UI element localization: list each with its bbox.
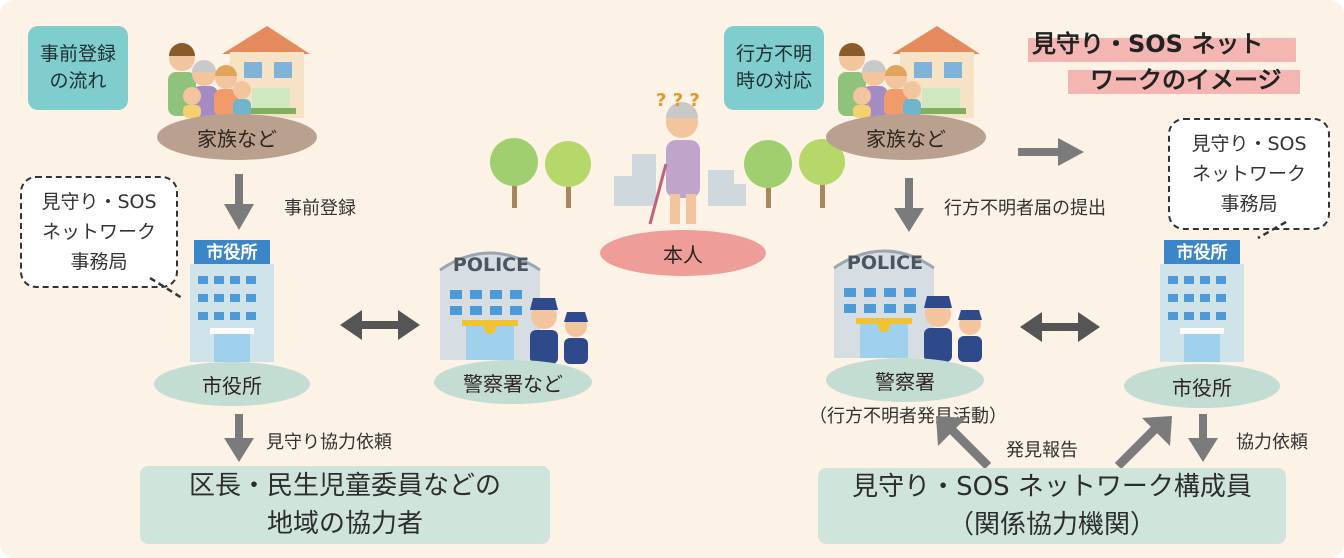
community-cooperators-box: 区長・民生児童委員などの 地域の協力者 <box>140 466 550 544</box>
person-scene-illustration <box>490 102 845 225</box>
right-family-label: 家族など <box>866 126 946 151</box>
right-city-hall-oval: 市役所 <box>1124 364 1280 408</box>
right-family-oval: 家族など <box>826 114 986 160</box>
right-city-hall-label: 市役所 <box>1172 375 1232 400</box>
person-label: 本人 <box>663 242 703 267</box>
police-station-illustration <box>439 251 588 364</box>
right-request-label: 協力依頼 <box>1236 432 1308 453</box>
left-city-hall-sign: 市役所 <box>206 243 258 263</box>
discovery-report-label: 発見報告 <box>1006 440 1078 461</box>
pre-registration-label: 事前登録 <box>284 198 356 219</box>
left-police-oval: 警察署など <box>434 360 592 404</box>
arrow-up-left-icon <box>936 416 992 470</box>
city-hall-building-icon <box>1160 240 1244 362</box>
family-house-illustration <box>838 26 980 118</box>
double-arrow-icon <box>340 310 420 340</box>
arrow-down-icon <box>224 414 254 462</box>
right-flow-badge: 行方不明 時の対応 <box>724 26 824 110</box>
left-request-label: 見守り協力依頼 <box>266 432 392 453</box>
right-network-office-callout: 見守り・SOS ネットワーク 事務局 <box>1168 118 1330 230</box>
city-hall-building-icon <box>190 240 274 362</box>
arrow-up-right-icon <box>1114 416 1172 470</box>
right-police-oval: 警察署 <box>826 358 984 402</box>
left-city-hall-label: 市役所 <box>202 373 262 398</box>
title-highlight-2 <box>1068 70 1300 94</box>
right-police-sign: POLICE <box>846 252 924 274</box>
arrow-down-icon <box>1188 414 1218 462</box>
family-house-illustration <box>168 26 310 118</box>
left-police-sign: POLICE <box>452 254 530 276</box>
double-arrow-icon <box>1020 312 1100 342</box>
left-city-hall-oval: 市役所 <box>154 362 310 406</box>
arrow-down-icon <box>894 178 924 232</box>
missing-report-label: 行方不明者届の提出 <box>944 198 1106 219</box>
question-marks: ? ? ? <box>656 90 700 111</box>
person-oval: 本人 <box>600 230 766 276</box>
left-police-label: 警察署など <box>463 371 563 396</box>
left-family-oval: 家族など <box>157 114 317 160</box>
left-flow-badge: 事前登録 の流れ <box>28 26 128 110</box>
title-line-2: ワークのイメージ <box>1090 66 1282 94</box>
callout-pointer-right <box>1257 220 1287 240</box>
right-city-hall-sign: 市役所 <box>1176 243 1228 263</box>
network-members-box: 見守り・SOS ネットワーク構成員 （関係協力機関） <box>818 468 1286 544</box>
title-line-1: 見守り・SOS ネット <box>1032 30 1264 58</box>
right-police-label: 警察署 <box>875 369 935 394</box>
arrow-down-icon <box>224 174 254 230</box>
callout-pointer-left <box>149 276 183 300</box>
title-highlight-1 <box>1028 38 1296 62</box>
left-network-office-callout: 見守り・SOS ネットワーク 事務局 <box>20 176 178 288</box>
left-family-label: 家族など <box>197 126 277 151</box>
arrow-right-icon <box>1018 138 1084 166</box>
police-station-illustration <box>833 249 982 362</box>
